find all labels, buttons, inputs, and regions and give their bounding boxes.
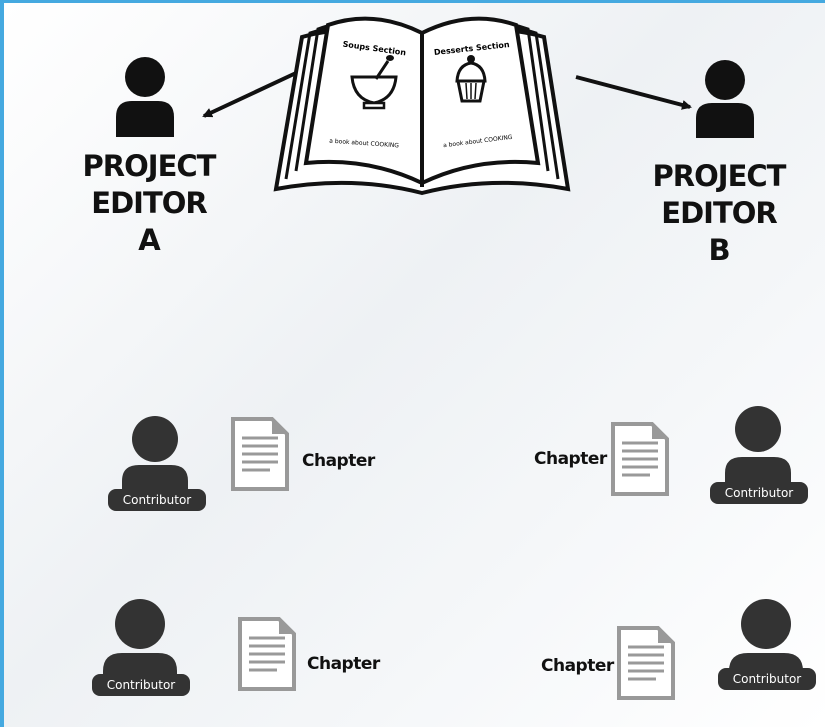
contributor-2-person-icon (725, 406, 791, 489)
contributor-2-chapter-label: Chapter (534, 449, 607, 469)
contributor-3-badge: Contributor (92, 674, 190, 696)
contributor-1-document-icon (231, 417, 289, 491)
contributor-1-chapter-label: Chapter (302, 451, 375, 471)
contributor-2-document-icon (611, 422, 669, 496)
editor-b-person-icon (696, 60, 754, 138)
arrow-to-editor-a (202, 71, 297, 118)
arrow-to-editor-b (575, 75, 692, 110)
contributor-1-badge: Contributor (108, 489, 206, 511)
contributor-4-document-icon (617, 626, 675, 700)
contributor-4-chapter-label: Chapter (541, 656, 614, 676)
contributor-3-chapter-label: Chapter (307, 654, 380, 674)
bowl-icon (350, 55, 398, 110)
open-book-illustration: Soups Section Desserts Section a book ab… (273, 16, 571, 196)
contributor-1-person-icon (122, 416, 188, 497)
arrows-layer (202, 71, 692, 118)
contributor-3-document-icon (238, 617, 296, 691)
editor-a-person-icon (116, 57, 174, 137)
left-page-footer: a book about COOKING (329, 138, 399, 150)
contributor-4-badge: Contributor (718, 668, 816, 690)
editor-b-label: PROJECT EDITOR B (652, 159, 787, 267)
editor-a-label: PROJECT EDITOR A (82, 149, 217, 257)
contributor-2-badge: Contributor (710, 482, 808, 504)
cupcake-icon (455, 55, 487, 103)
